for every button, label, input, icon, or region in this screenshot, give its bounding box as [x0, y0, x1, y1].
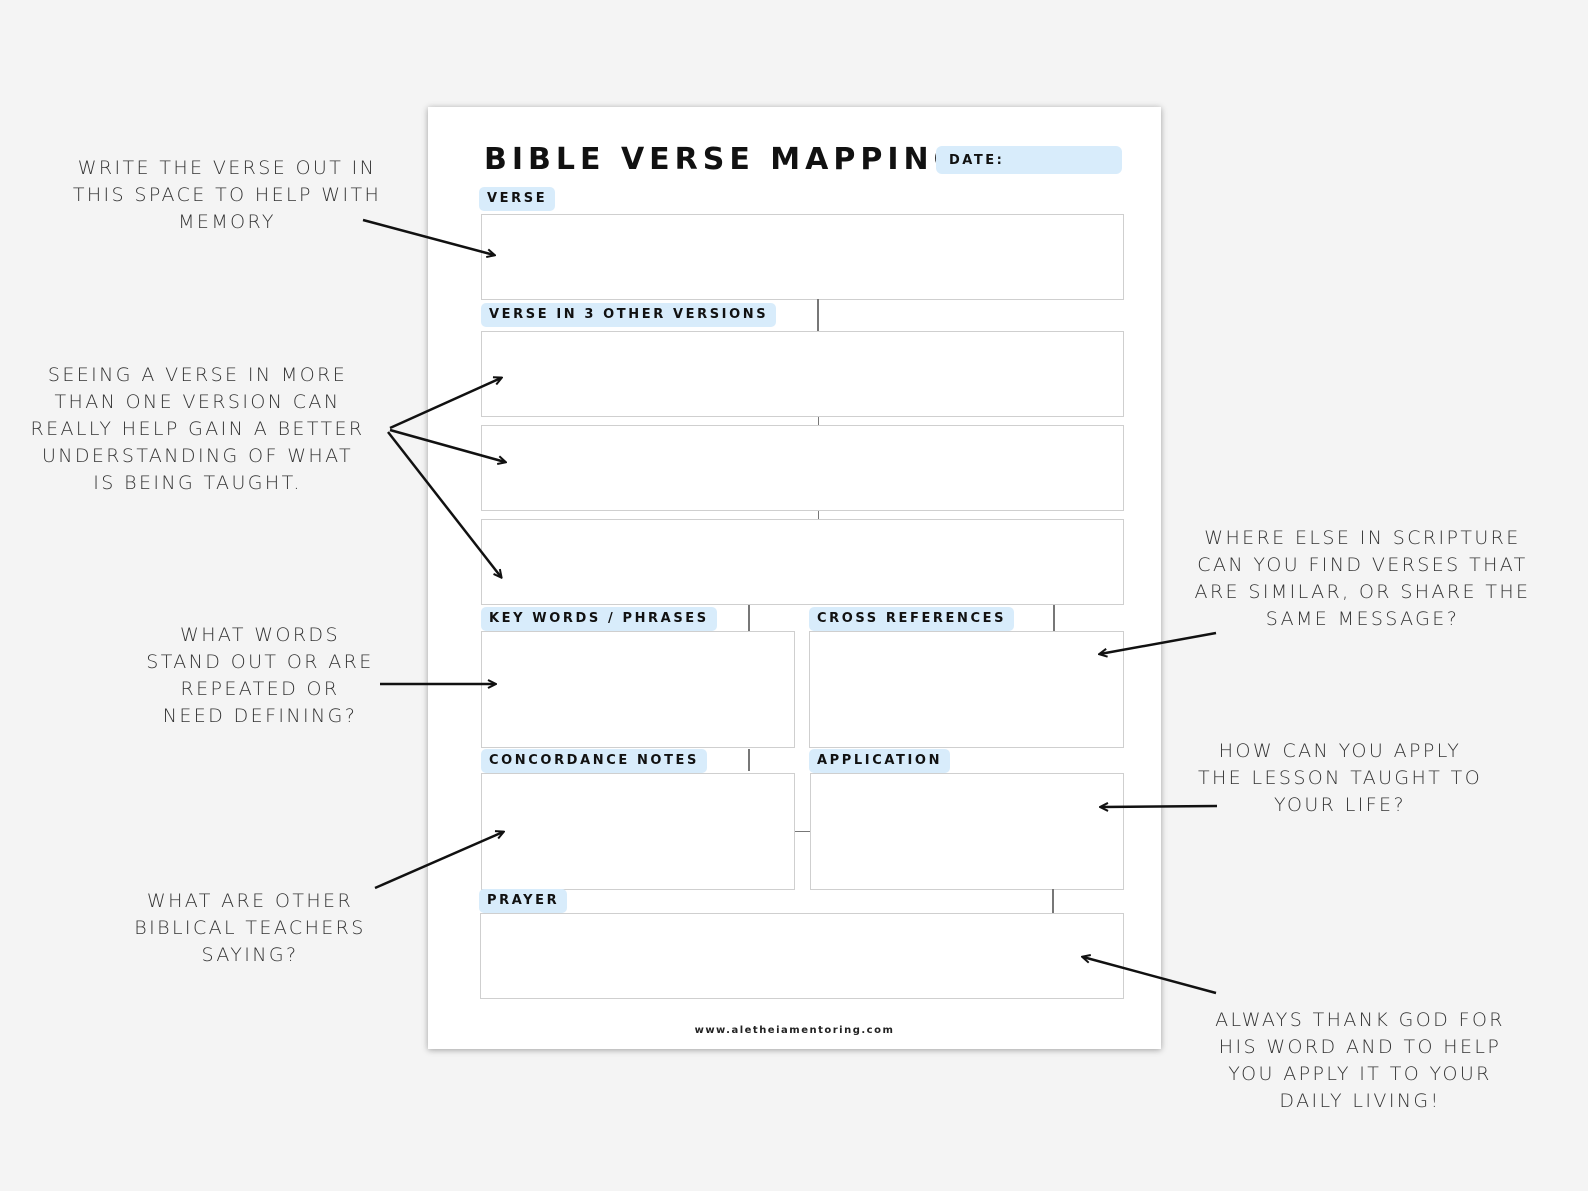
- concordance-label: CONCORDANCE NOTES: [481, 749, 707, 773]
- version-box-2[interactable]: [481, 425, 1124, 511]
- arrow-verse: [362, 218, 494, 255]
- annotation-cross-references: WHERE ELSE IN SCRIPTURE CAN YOU FIND VER…: [1194, 527, 1531, 630]
- divider-tick: [748, 605, 750, 631]
- verse-label: VERSE: [479, 187, 556, 211]
- concordance-box[interactable]: [481, 773, 795, 890]
- cross-references-box[interactable]: [809, 631, 1124, 748]
- annotation-application: HOW CAN YOU APPLY THE LESSON TAUGHT TO Y…: [1197, 740, 1483, 816]
- prayer-box[interactable]: [480, 913, 1124, 999]
- annotation-versions: SEEING A VERSE IN MORE THAN ONE VERSION …: [30, 364, 365, 494]
- divider-tick: [795, 831, 810, 832]
- version-box-3[interactable]: [481, 519, 1124, 605]
- arrow-prayer: [1083, 957, 1217, 995]
- versions-label: VERSE IN 3 OTHER VERSIONS: [481, 303, 777, 327]
- divider-tick: [818, 417, 819, 425]
- application-label: APPLICATION: [809, 749, 951, 773]
- annotation-prayer: ALWAYS THANK GOD FOR HIS WORD AND TO HEL…: [1215, 1009, 1505, 1112]
- worksheet-title: BIBLE VERSE MAPPING: [484, 142, 964, 177]
- arrow-version-2: [389, 428, 505, 462]
- version-box-1[interactable]: [481, 331, 1124, 417]
- worksheet-page: BIBLE VERSE MAPPING DATE: VERSE VERSE IN…: [428, 107, 1161, 1049]
- date-label: DATE:: [949, 153, 1005, 168]
- application-box[interactable]: [810, 773, 1124, 890]
- cross-references-label: CROSS REFERENCES: [809, 607, 1015, 631]
- annotation-verse: WRITE THE VERSE OUT IN THIS SPACE TO HEL…: [72, 157, 382, 233]
- annotation-key-words: WHAT WORDS STAND OUT OR ARE REPEATED OR …: [146, 624, 374, 727]
- arrow-version-1: [389, 378, 501, 430]
- arrow-concordance: [374, 832, 503, 890]
- key-words-box[interactable]: [481, 631, 795, 748]
- key-words-label: KEY WORDS / PHRASES: [481, 607, 717, 631]
- verse-box[interactable]: [481, 214, 1124, 300]
- divider-tick: [1052, 889, 1054, 913]
- divider-tick: [818, 511, 819, 519]
- annotation-concordance: WHAT ARE OTHER BIBLICAL TEACHERS SAYING?: [134, 890, 366, 966]
- arrow-cross-references: [1100, 631, 1217, 654]
- divider-tick: [748, 749, 750, 771]
- arrow-version-3: [387, 431, 501, 577]
- prayer-label: PRAYER: [479, 889, 568, 913]
- arrow-application: [1101, 806, 1218, 807]
- footer-url: www.aletheiamentoring.com: [694, 1025, 895, 1036]
- divider-tick: [817, 299, 819, 331]
- divider-tick: [1053, 605, 1055, 631]
- date-field[interactable]: DATE:: [936, 146, 1122, 174]
